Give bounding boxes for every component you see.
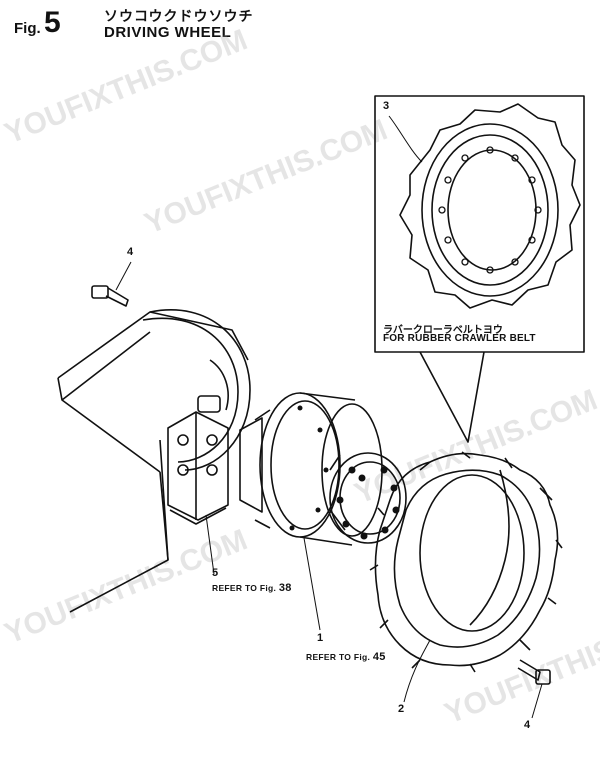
sprocket-steel-bolt-holes xyxy=(438,146,542,274)
reference-text: REFER TO Fig. xyxy=(212,583,277,593)
bolt-bottom xyxy=(517,659,551,685)
inset-note-english: FOR RUBBER CRAWLER BELT xyxy=(383,333,536,344)
sprocket-steel xyxy=(399,103,581,309)
callout-4-bottom: 4 xyxy=(524,719,531,731)
callout-5: 5 xyxy=(212,567,219,579)
travel-motor xyxy=(239,392,407,546)
sprocket-rubber xyxy=(369,451,563,673)
inset-panel xyxy=(374,95,585,443)
title-japanese: ソウコウクドウソウチ xyxy=(104,8,254,24)
reference-figure-number: 38 xyxy=(278,582,292,594)
callout-3: 3 xyxy=(383,100,390,112)
figure-number: 5 xyxy=(44,6,61,39)
motor-bolts xyxy=(289,405,400,540)
reference-fig-38: REFER TO Fig. 38 xyxy=(212,582,292,594)
track-frame xyxy=(57,309,251,613)
figure-label: Fig. xyxy=(14,20,41,37)
callout-4-top: 4 xyxy=(127,246,134,258)
reference-fig-45: REFER TO Fig. 45 xyxy=(306,651,386,663)
reference-text: REFER TO Fig. xyxy=(306,652,371,662)
title-english: DRIVING WHEEL xyxy=(104,24,232,41)
bolt-top xyxy=(91,285,129,307)
callout-2: 2 xyxy=(398,703,405,715)
leader-lines xyxy=(115,115,543,719)
callout-1: 1 xyxy=(317,632,324,644)
hydraulic-block xyxy=(167,395,229,525)
reference-figure-number: 45 xyxy=(372,651,386,663)
inset-note-japanese: ラバークローラベルトヨウ xyxy=(383,325,503,336)
